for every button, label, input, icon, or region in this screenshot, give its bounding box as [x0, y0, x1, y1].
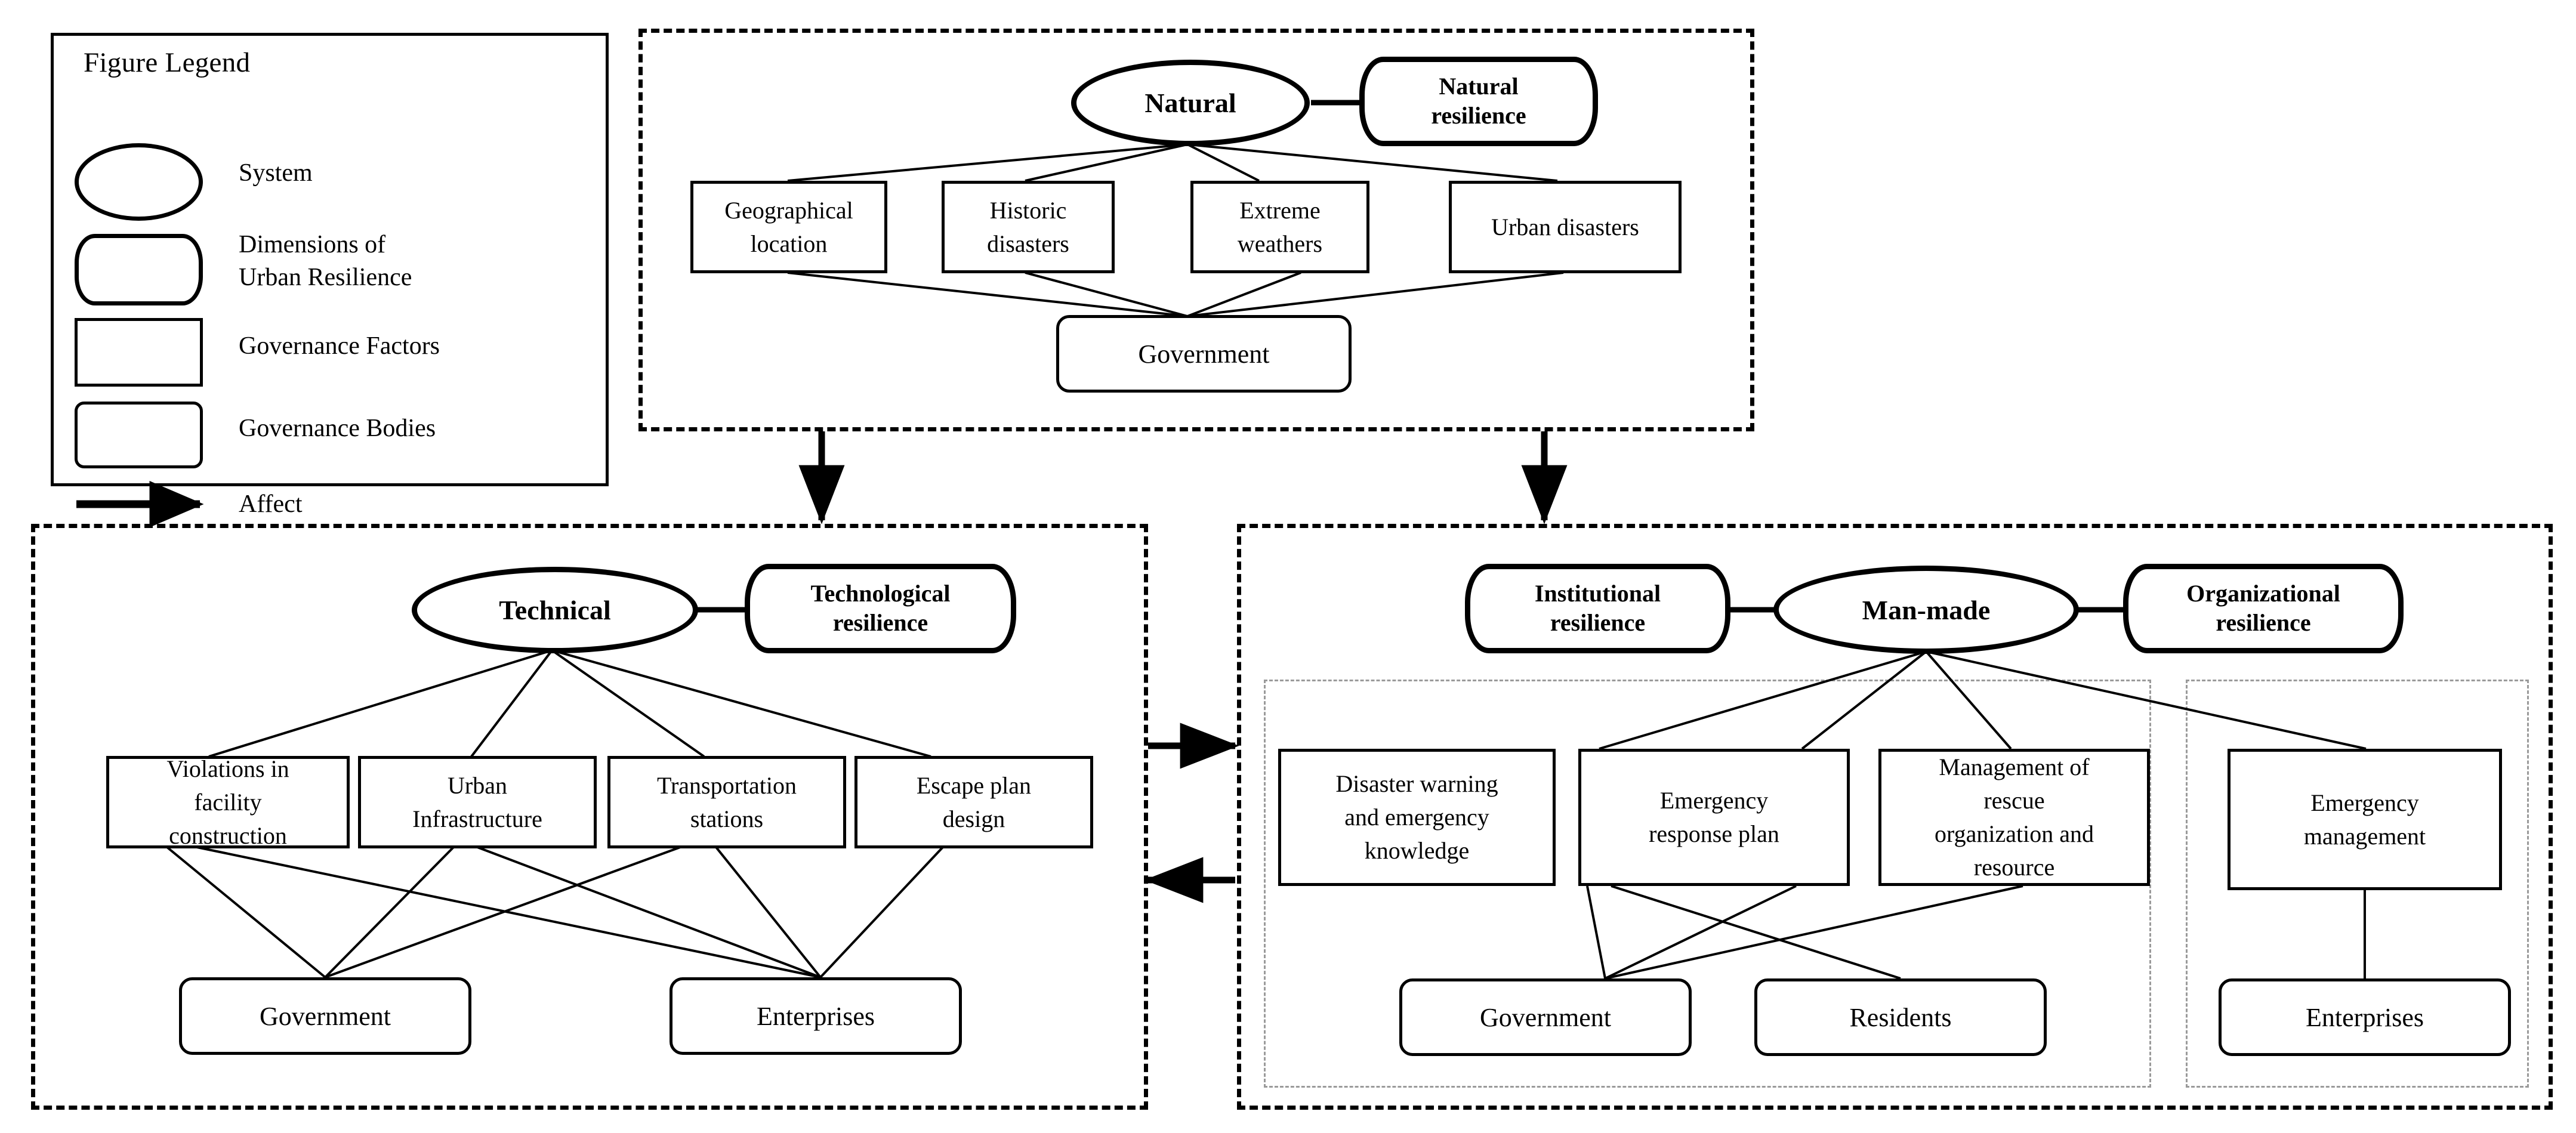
factor-rescue-management-line1: Management of — [1939, 754, 2090, 780]
factor-escape-plan-design[interactable]: Escape plan design — [854, 756, 1093, 848]
body-technical-enterprises-label: Enterprises — [757, 1001, 875, 1031]
factor-extreme-weathers-line2: weathers — [1237, 230, 1323, 257]
factor-emergency-response-plan-line2: response plan — [1649, 820, 1779, 847]
factor-violations-line1: Violations in — [166, 755, 289, 782]
factor-escape-plan-design-line2: design — [942, 805, 1005, 832]
factor-transportation-stations-line2: stations — [690, 805, 764, 832]
legend-factor-icon — [75, 318, 203, 387]
legend-label-bodies: Governance Bodies — [239, 415, 436, 442]
dimension-organizational-resilience[interactable]: Organizational resilience — [2123, 564, 2404, 653]
factor-escape-plan-design-line1: Escape plan — [916, 771, 1032, 799]
dimension-technological-resilience-line1: Technological — [810, 580, 951, 607]
dimension-technological-resilience-line2: resilience — [832, 609, 928, 636]
system-natural[interactable]: Natural — [1071, 60, 1310, 146]
body-manmade-government[interactable]: Government — [1399, 978, 1692, 1056]
factor-urban-infrastructure-line1: Urban — [448, 771, 507, 799]
factor-management-rescue-organization-resource[interactable]: Management of rescue organization and re… — [1878, 749, 2150, 886]
dimension-institutional-resilience-line2: resilience — [1550, 609, 1646, 636]
legend-label-dimensions-line2: Urban Resilience — [239, 264, 412, 291]
panel-manmade — [1237, 524, 2553, 1110]
legend-label-dimensions-line1: Dimensions of — [239, 231, 386, 258]
factor-emergency-management-line2: management — [2303, 822, 2426, 850]
system-manmade-label: Man-made — [1862, 594, 1991, 625]
factor-historic-disasters-line1: Historic — [989, 196, 1067, 224]
factor-extreme-weathers[interactable]: Extreme weathers — [1190, 181, 1369, 273]
factor-emergency-management-line1: Emergency — [2310, 789, 2419, 816]
factor-geographical-location-line1: Geographical — [724, 196, 853, 224]
factor-extreme-weathers-line1: Extreme — [1239, 196, 1321, 224]
body-natural-government[interactable]: Government — [1056, 315, 1352, 393]
factor-emergency-management[interactable]: Emergency management — [2228, 749, 2502, 890]
factor-transportation-stations[interactable]: Transportation stations — [607, 756, 846, 848]
factor-disaster-warning-line3: knowledge — [1364, 837, 1470, 864]
factor-historic-disasters-line2: disasters — [987, 230, 1069, 257]
factor-urban-disasters[interactable]: Urban disasters — [1449, 181, 1682, 273]
factor-historic-disasters[interactable]: Historic disasters — [942, 181, 1115, 273]
legend-label-system: System — [239, 159, 313, 187]
factor-urban-infrastructure[interactable]: Urban Infrastructure — [358, 756, 597, 848]
factor-disaster-warning-line2: and emergency — [1344, 804, 1489, 831]
factor-geographical-location-line2: location — [750, 230, 828, 257]
factor-urban-infrastructure-line2: Infrastructure — [412, 805, 542, 832]
panel-natural — [638, 29, 1754, 431]
system-manmade[interactable]: Man-made — [1773, 566, 2079, 654]
factor-rescue-management-line4: resource — [1973, 854, 2055, 881]
legend-body-icon — [75, 402, 203, 468]
factor-rescue-management-line3: organization and — [1935, 820, 2094, 847]
legend-label-affect: Affect — [239, 490, 303, 518]
legend-label-factors: Governance Factors — [239, 332, 440, 360]
factor-emergency-response-plan[interactable]: Emergency response plan — [1578, 749, 1850, 886]
factor-rescue-management-line2: rescue — [1983, 787, 2045, 814]
factor-disaster-warning-emergency-knowledge[interactable]: Disaster warning and emergency knowledge — [1278, 749, 1556, 886]
body-manmade-enterprises-label: Enterprises — [2306, 1002, 2424, 1032]
system-technical[interactable]: Technical — [412, 567, 698, 653]
system-natural-label: Natural — [1144, 88, 1236, 118]
dimension-institutional-resilience-line1: Institutional — [1534, 580, 1661, 607]
dimension-natural-resilience-line1: Natural — [1439, 73, 1519, 100]
body-technical-government[interactable]: Government — [179, 977, 471, 1055]
dimension-natural-resilience[interactable]: Natural resilience — [1359, 57, 1598, 146]
legend-dimension-icon — [75, 234, 203, 305]
dimension-organizational-resilience-line2: resilience — [2216, 609, 2311, 636]
dimension-natural-resilience-line2: resilience — [1431, 102, 1526, 129]
dimension-institutional-resilience[interactable]: Institutional resilience — [1465, 564, 1730, 653]
panel-technical — [31, 524, 1148, 1110]
factor-geographical-location[interactable]: Geographical location — [690, 181, 887, 273]
figure-legend-title: Figure Legend — [84, 47, 251, 78]
body-technical-government-label: Government — [260, 1001, 391, 1031]
dimension-organizational-resilience-line1: Organizational — [2186, 580, 2340, 607]
body-manmade-government-label: Government — [1480, 1002, 1611, 1032]
factor-violations-line3: construction — [169, 822, 287, 849]
dimension-technological-resilience[interactable]: Technological resilience — [745, 564, 1016, 653]
factor-violations-facility-construction[interactable]: Violations in facility construction — [106, 755, 350, 849]
factor-transportation-stations-line1: Transportation — [656, 771, 797, 799]
body-natural-government-label: Government — [1138, 339, 1270, 369]
body-manmade-residents[interactable]: Residents — [1754, 978, 2047, 1056]
system-technical-label: Technical — [499, 595, 611, 625]
factor-emergency-response-plan-line1: Emergency — [1659, 787, 1769, 814]
body-technical-enterprises[interactable]: Enterprises — [670, 977, 962, 1055]
factor-urban-disasters-label: Urban disasters — [1491, 213, 1639, 240]
legend-system-icon — [75, 143, 203, 221]
body-manmade-residents-label: Residents — [1849, 1002, 1952, 1032]
body-manmade-enterprises[interactable]: Enterprises — [2219, 978, 2511, 1056]
factor-violations-line2: facility — [194, 788, 262, 816]
factor-disaster-warning-line1: Disaster warning — [1335, 770, 1498, 797]
